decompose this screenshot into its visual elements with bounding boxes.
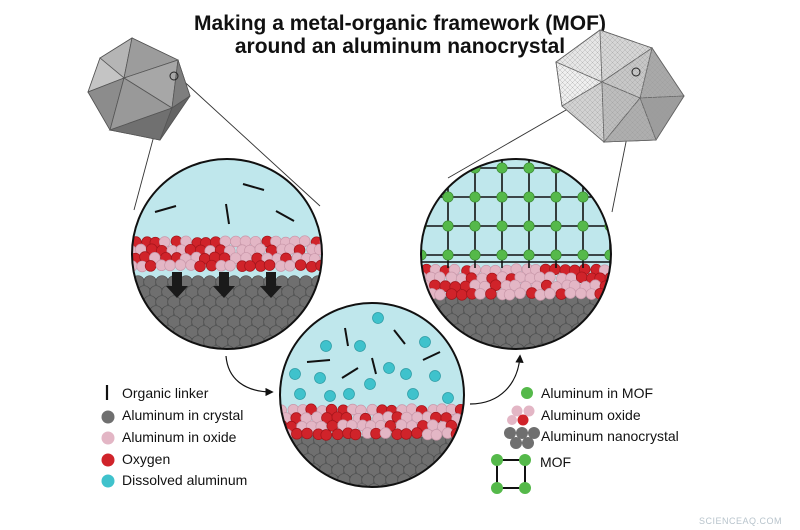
- legend-right-symbols: [491, 387, 540, 494]
- watermark: SCIENCEAQ.COM: [698, 516, 782, 526]
- icosahedron-icon-right: [555, 29, 685, 144]
- legend-oxide-cluster: [507, 405, 535, 426]
- mof-grid: [421, 159, 611, 268]
- legend-label-oxygen: Oxygen: [122, 451, 171, 467]
- organic-linkers: [154, 183, 295, 225]
- legend-left-symbols: [101, 385, 115, 488]
- legend-label-organic-linker: Organic linker: [122, 385, 209, 401]
- legend-label-aluminum-in-oxide: Aluminum in oxide: [122, 429, 237, 445]
- legend-label-aluminum-oxide: Aluminum oxide: [541, 407, 641, 423]
- legend-oxygen-dot: [101, 453, 115, 467]
- title-line-2: around an aluminum nanocrystal: [234, 35, 566, 58]
- oxide-layer: [132, 235, 322, 273]
- curved-arrow-icon-2: [469, 354, 524, 405]
- legend-label-mof: MOF: [540, 454, 572, 470]
- down-arrow-icon: [166, 272, 282, 298]
- legend-oxide-dot: [101, 431, 115, 445]
- legend-label-dissolved-aluminum: Dissolved aluminum: [122, 472, 248, 488]
- title-line-1: Making a metal-organic framework (MOF): [194, 12, 606, 35]
- legend-crystal-dot: [101, 410, 115, 424]
- stage-2-circle: [279, 302, 465, 488]
- legend-crystal-cluster: [504, 427, 540, 449]
- dissolved-aluminum: [289, 312, 454, 404]
- legend-mof-square: [491, 454, 531, 494]
- legend-label-aluminum-in-mof: Aluminum in MOF: [541, 385, 654, 401]
- stage-3-circle: [420, 158, 612, 350]
- icosahedron-icon-left: [87, 37, 191, 141]
- curved-arrow-icon: [225, 355, 274, 397]
- organic-linkers-2: [306, 327, 441, 379]
- legend-dissolved-dot: [101, 474, 115, 488]
- stage-1-circle: [131, 158, 323, 350]
- legend-mof-node-dot: [521, 387, 533, 399]
- legend-label-aluminum-in-crystal: Aluminum in crystal: [122, 407, 244, 423]
- legend-label-aluminum-nanocrystal: Aluminum nanocrystal: [541, 428, 679, 444]
